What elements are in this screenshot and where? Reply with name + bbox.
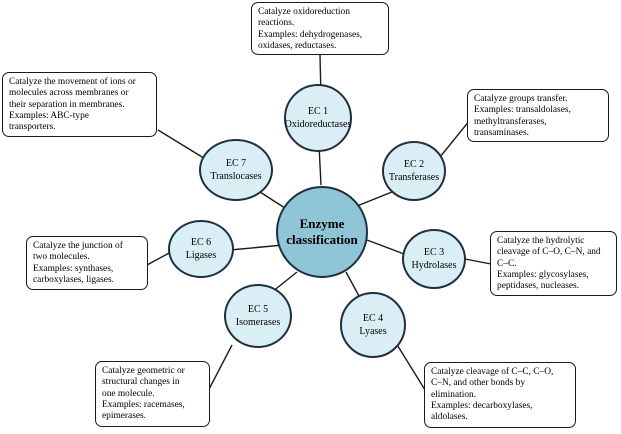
ec3-node: EC 3 Hydrolases	[402, 229, 466, 289]
ec3-desc-line: peptidases, nucleases.	[497, 281, 580, 292]
ec2-code: EC 2	[403, 159, 425, 170]
ec4-description-box: Catalyze cleavage of C–C, C–O, C–N, and …	[424, 362, 576, 428]
ec1-node: EC 1 Oxidoreductases	[284, 84, 352, 152]
ec1-description-box: Catalyze oxidoreduction reactions. Examp…	[251, 2, 389, 55]
ec1-desc-line: Catalyze oxidoreduction	[258, 7, 350, 17]
ec1-name: Oxidoreductases	[284, 119, 352, 130]
ec6-desc-line: Catalyze the junction of	[33, 241, 123, 251]
ec2-desc-line: transaminases.	[474, 127, 529, 138]
ec2-name: Transferases	[388, 172, 440, 183]
ec5-node: EC 5 Isomerases	[224, 284, 292, 348]
ec5-code: EC 5	[247, 304, 269, 315]
ec6-desc-line: carboxylases, ligases.	[33, 274, 114, 285]
ec6-desc-line: Examples: synthases,	[33, 263, 114, 274]
ec3-to-box-line	[464, 258, 492, 265]
center-to-ec3-line	[366, 239, 405, 255]
ec4-desc-line: Examples: decarboxylases,	[431, 400, 533, 411]
ec6-desc-line: two molecules.	[33, 252, 90, 263]
ec6-to-box-line	[146, 251, 172, 266]
ec4-node: EC 4 Lyases	[340, 292, 406, 358]
ec5-desc-line: Examples: racemases,	[102, 399, 185, 410]
ec5-desc-line: one molecule.	[102, 388, 155, 399]
ec6-node: EC 6 Ligases	[168, 220, 234, 278]
ec6-name: Ligases	[185, 250, 217, 261]
ec7-desc-line: transporters.	[9, 122, 56, 133]
ec4-desc-line: Catalyze cleavage of C–C, C–O,	[431, 367, 554, 377]
ec7-node: EC 7 Translocases	[199, 139, 273, 201]
ec5-name: Isomerases	[235, 317, 281, 328]
center-title-line2: classification	[286, 232, 358, 247]
ec7-desc-line: molecules across membranes or	[9, 88, 129, 99]
ec4-desc-line: elimination.	[431, 389, 477, 400]
ec1-code: EC 1	[307, 106, 329, 117]
ec7-description-box: Catalyze the movement of ions or molecul…	[2, 72, 157, 137]
ec7-code: EC 7	[225, 158, 247, 169]
ec1-desc-line: Examples: dehydrogenases,	[258, 29, 363, 40]
center-to-ec6-line	[229, 244, 284, 251]
ec6-description-box: Catalyze the junction of two molecules. …	[26, 236, 148, 290]
ec2-node: EC 2 Transferases	[382, 141, 446, 201]
center-node: Enzyme classification	[276, 186, 368, 278]
ec3-desc-line: cleavage of C–O, C–N, and	[497, 247, 601, 258]
ec7-desc-line: their separation in membranes.	[9, 99, 125, 110]
ec5-description-box: Catalyze geometric or structural changes…	[95, 361, 210, 427]
center-to-ec4-line	[345, 271, 360, 297]
ec5-to-box-line	[205, 344, 233, 396]
ec3-code: EC 3	[423, 247, 445, 258]
ec3-desc-line: Examples: glycosylases,	[497, 269, 589, 280]
ec5-desc-line: Catalyze geometric or	[102, 366, 185, 376]
ec3-description-box: Catalyze the hydrolytic cleavage of C–O,…	[490, 231, 617, 296]
ec4-name: Lyases	[359, 326, 387, 337]
ec1-desc-line: oxidases, reductases.	[258, 40, 337, 51]
ec4-code: EC 4	[362, 313, 384, 324]
center-title-line1: Enzyme	[299, 216, 345, 231]
ec7-desc-line: Catalyze the movement of ions or	[9, 77, 136, 87]
ec5-desc-line: structural changes in	[102, 377, 180, 388]
ec2-desc-line: Catalyze groups transfer.	[474, 94, 568, 104]
ec4-desc-line: aldolases.	[431, 412, 468, 423]
ec2-description-box: Catalyze groups transfer. Examples: tran…	[467, 89, 609, 142]
ec7-name: Translocases	[210, 171, 262, 182]
ec4-desc-line: C–N, and other bonds by	[431, 378, 526, 389]
ec5-desc-line: epimerases.	[102, 411, 146, 422]
ec3-name: Hydrolases	[411, 260, 457, 271]
ec2-desc-line: Examples: transaldolases,	[474, 105, 571, 116]
ec3-desc-line: Catalyze the hydrolytic	[497, 236, 585, 246]
ec2-to-box-line	[439, 119, 471, 158]
ec7-desc-line: Examples: ABC-type	[9, 110, 89, 121]
ec2-desc-line: methyltransferases,	[474, 116, 547, 127]
ec7-to-box-line	[157, 129, 208, 161]
center-to-ec2-line	[356, 189, 398, 207]
ec3-desc-line: C–C.	[497, 258, 517, 269]
ec6-code: EC 6	[190, 237, 212, 248]
ec1-desc-line: reactions.	[258, 18, 295, 29]
